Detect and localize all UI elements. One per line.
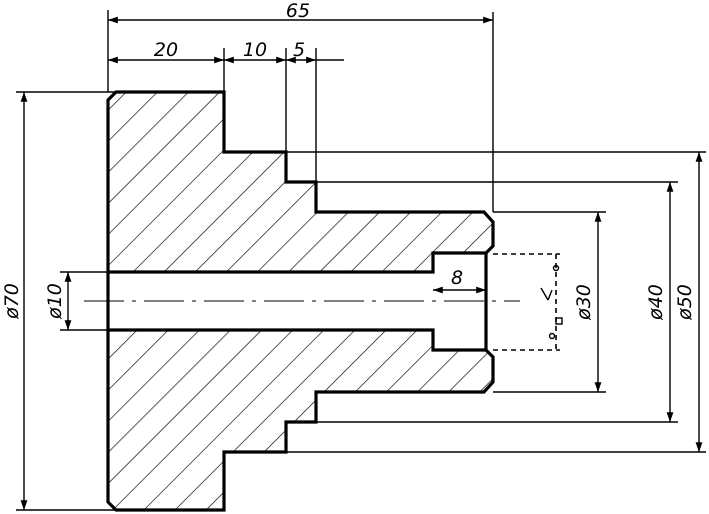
dim-label-20: 20 (154, 39, 178, 61)
dim-label-dia-40: ø40 (645, 284, 667, 321)
dim-label-65: 65 (286, 0, 310, 22)
dimension-10: 10 (223, 39, 287, 152)
hidden-lines (493, 253, 560, 351)
dim-label-dia-50: ø50 (674, 284, 696, 321)
dimension-dia-30: ø30 (493, 211, 606, 393)
dimension-20: 20 (108, 39, 225, 92)
dimension-dia-40: ø40 (316, 181, 678, 423)
dimension-dia-70: ø70 (1, 91, 116, 511)
dim-label-8: 8 (451, 267, 463, 289)
dimension-8: 8 (433, 267, 486, 294)
dim-label-dia-30: ø30 (573, 284, 595, 321)
dimension-5: 5 (286, 39, 344, 182)
lower-section-hatch (108, 330, 493, 510)
upper-profile-outline (106, 90, 495, 274)
dim-label-dia-70: ø70 (1, 283, 23, 320)
dim-label-dia-10: ø10 (44, 283, 66, 320)
surface-finish-symbol (540, 264, 563, 340)
dimension-65: 65 (107, 0, 494, 212)
dim-label-5: 5 (293, 39, 305, 61)
dim-label-10: 10 (243, 39, 267, 61)
dimension-dia-10: ø10 (44, 271, 108, 331)
lower-profile-outline (106, 328, 495, 512)
dimension-dia-50: ø50 (286, 151, 706, 453)
